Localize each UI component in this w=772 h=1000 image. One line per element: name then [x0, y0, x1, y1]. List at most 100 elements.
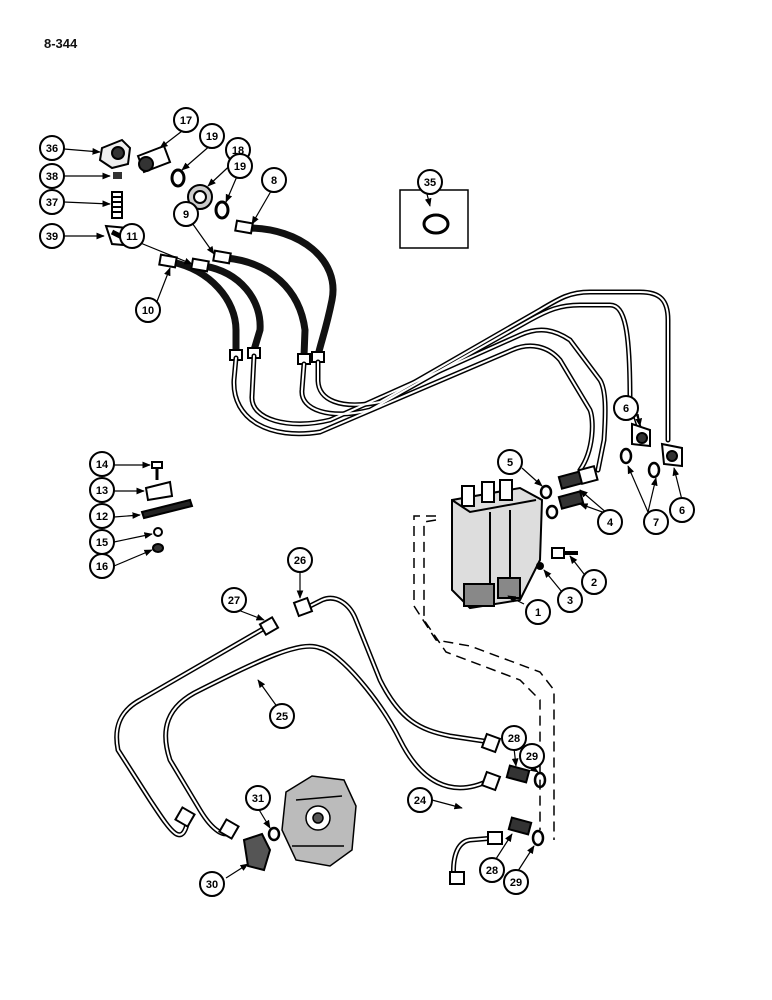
- callout-6b: 6: [669, 497, 695, 523]
- svg-text:26: 26: [294, 555, 306, 567]
- connector-28a: [505, 764, 531, 784]
- callout-28a: 28: [501, 725, 527, 751]
- callout-5: 5: [497, 449, 523, 475]
- callout-17: 17: [173, 107, 199, 133]
- svg-text:36: 36: [46, 143, 58, 155]
- callout-29b: 29: [503, 869, 529, 895]
- svg-text:27: 27: [228, 595, 240, 607]
- elbow-fitting-6a: [631, 422, 651, 448]
- callout-15: 15: [89, 529, 115, 555]
- callout-19a: 19: [199, 123, 225, 149]
- callout-19b: 19: [227, 153, 253, 179]
- strap-12: [140, 498, 194, 520]
- swivel-fitting-36: [98, 138, 132, 170]
- svg-text:6: 6: [679, 505, 685, 517]
- svg-text:35: 35: [424, 177, 436, 189]
- svg-text:3: 3: [567, 595, 573, 607]
- elbow-fitting-6b: [660, 442, 683, 468]
- tube-nuts-lower: [174, 596, 503, 885]
- callout-38: 38: [39, 163, 65, 189]
- small-nut-38: [113, 172, 122, 179]
- callout-37: 37: [39, 189, 65, 215]
- svg-text:4: 4: [607, 517, 614, 529]
- svg-text:5: 5: [507, 457, 513, 469]
- clamp-13: [144, 480, 174, 502]
- svg-text:17: 17: [180, 115, 192, 127]
- nut-18: [187, 184, 213, 210]
- svg-text:30: 30: [206, 879, 218, 891]
- seal-7a: [619, 447, 633, 465]
- svg-text:31: 31: [252, 793, 264, 805]
- seal-29b: [531, 829, 545, 847]
- rigid-tubes-upper-inner: [232, 291, 669, 471]
- callout-36: 36: [39, 135, 65, 161]
- callout-12: 12: [89, 503, 115, 529]
- svg-text:37: 37: [46, 197, 58, 209]
- svg-text:10: 10: [142, 305, 154, 317]
- callout-24: 24: [407, 787, 433, 813]
- svg-text:2: 2: [591, 577, 597, 589]
- seal-5a: [539, 484, 553, 500]
- bolt-2: [551, 547, 578, 559]
- washer-15: [153, 527, 163, 537]
- seal-31: [267, 826, 281, 842]
- callout-10: 10: [135, 297, 161, 323]
- callout-3: 3: [557, 587, 583, 613]
- seal-19b: [214, 200, 230, 220]
- control-valve-1: [451, 479, 544, 610]
- seal-kit-box-35: [399, 189, 469, 249]
- svg-text:29: 29: [526, 751, 538, 763]
- seal-7b: [647, 461, 661, 479]
- callout-8: 8: [261, 167, 287, 193]
- svg-text:14: 14: [96, 459, 109, 471]
- page-number: 8-344: [44, 36, 78, 51]
- callout-25: 25: [269, 703, 295, 729]
- pump-housing: [281, 775, 357, 867]
- washer-3: [536, 562, 544, 570]
- svg-text:28: 28: [486, 865, 498, 877]
- callout-26: 26: [287, 547, 313, 573]
- svg-text:1: 1: [535, 607, 541, 619]
- callout-31: 31: [245, 785, 271, 811]
- seal-19a: [170, 168, 186, 188]
- connector-28b: [507, 816, 533, 836]
- svg-text:24: 24: [414, 795, 427, 807]
- callout-27: 27: [221, 587, 247, 613]
- svg-text:12: 12: [96, 511, 108, 523]
- svg-text:13: 13: [96, 485, 108, 497]
- callout-11: 11: [119, 223, 145, 249]
- nut-16: [152, 543, 164, 553]
- callout-9: 9: [173, 201, 199, 227]
- svg-text:19: 19: [234, 161, 246, 173]
- svg-text:25: 25: [276, 711, 288, 723]
- seal-5b: [545, 504, 559, 520]
- elbow-fitting-30: [242, 832, 272, 872]
- svg-text:8: 8: [271, 175, 277, 187]
- callout-39: 39: [39, 223, 65, 249]
- svg-text:7: 7: [653, 517, 659, 529]
- svg-text:39: 39: [46, 231, 58, 243]
- svg-text:15: 15: [96, 537, 108, 549]
- connector-4: [557, 464, 599, 510]
- hose-group: [158, 219, 337, 365]
- callout-29a: 29: [519, 743, 545, 769]
- callout-7: 7: [643, 509, 669, 535]
- callout-35: 35: [417, 169, 443, 195]
- callout-30: 30: [199, 871, 225, 897]
- adapter-17: [136, 144, 172, 174]
- callout-13: 13: [89, 477, 115, 503]
- svg-text:9: 9: [183, 209, 189, 221]
- screw-14: [151, 461, 163, 480]
- callout-6a: 6: [613, 395, 639, 421]
- svg-text:28: 28: [508, 733, 520, 745]
- svg-text:16: 16: [96, 561, 108, 573]
- callout-14: 14: [89, 451, 115, 477]
- svg-text:11: 11: [126, 231, 138, 243]
- seal-29a: [533, 771, 547, 789]
- spring-37: [111, 191, 123, 219]
- callout-1: 1: [525, 599, 551, 625]
- dashed-reference-lines: [413, 515, 555, 840]
- callout-2: 2: [581, 569, 607, 595]
